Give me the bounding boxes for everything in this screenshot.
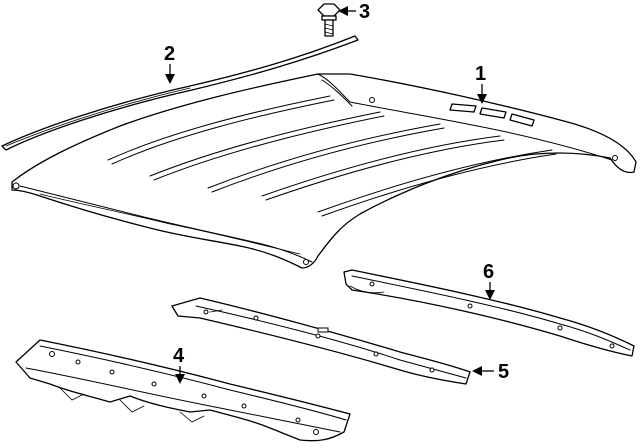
callout-3-leader [338, 6, 356, 16]
callout-2-label: 2 [164, 43, 175, 65]
part-1-roof-panel [11, 73, 637, 269]
part-2-molding [1, 35, 359, 151]
callout-1-leader [477, 84, 487, 104]
part-3-bolt [317, 3, 341, 37]
callout-4-leader [175, 366, 185, 384]
callout-5-label: 5 [498, 361, 509, 383]
callout-2-leader [165, 64, 175, 84]
callout-6-label: 6 [483, 261, 494, 283]
callout-5-leader [472, 366, 494, 376]
part-4-header-panel [15, 339, 351, 442]
callout-3-label: 3 [359, 1, 370, 23]
callout-4-label: 4 [173, 345, 185, 367]
callout-6-leader [485, 282, 495, 300]
callout-1-label: 1 [475, 63, 486, 85]
part-6-roof-bow [343, 269, 635, 357]
part-5-roof-bow [171, 297, 471, 385]
